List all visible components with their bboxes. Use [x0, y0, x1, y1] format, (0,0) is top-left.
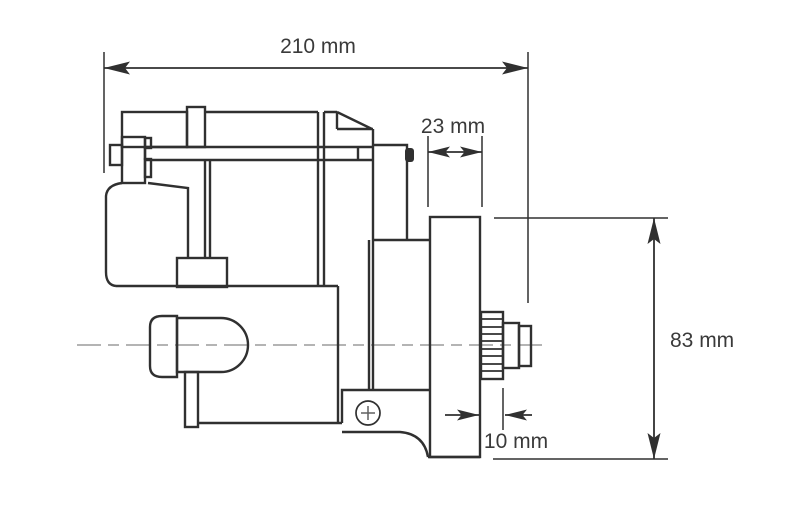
arrowhead-down-icon [647, 433, 661, 459]
screw-icon [355, 400, 381, 426]
drive-housing-inner-edge [147, 181, 190, 258]
arrowhead-up-icon [647, 218, 661, 244]
arrowhead-right-icon [457, 409, 479, 421]
dimension-label-pinion-protrusion: 10 mm [484, 430, 548, 453]
bracket-nub [108, 143, 124, 167]
tie-bolt [143, 145, 373, 162]
solenoid-boot [148, 314, 179, 379]
bottom-bracket-plate [340, 388, 430, 458]
mounting-bracket [120, 135, 147, 185]
terminal-stud [405, 148, 414, 162]
screw-cross-icon [361, 406, 375, 420]
dimension-label-total-length: 210 mm [280, 35, 356, 58]
support-strip [203, 160, 212, 258]
terminal-block [373, 143, 430, 242]
dimension-label-flange-width: 23 mm [421, 115, 485, 138]
motor-body [116, 284, 342, 425]
shaft-end [517, 324, 533, 368]
drive-housing [104, 181, 123, 288]
rear-cap-tab [185, 105, 207, 149]
arrowhead-left-icon [428, 146, 450, 158]
arrowhead-right-icon [502, 61, 528, 75]
front-band [316, 112, 326, 285]
dimension-pinion-protrusion: 10 mm [445, 388, 548, 453]
solenoid-block [175, 256, 229, 289]
bracket-tooth-lower [143, 157, 153, 179]
mounting-flange [428, 215, 482, 459]
dimension-total-length: 210 mm [103, 35, 529, 303]
rear-end-cap [120, 110, 189, 149]
pinion-teeth [481, 318, 503, 372]
arrowhead-left-icon [104, 61, 130, 75]
solenoid-body [175, 316, 250, 374]
arrowhead-left-icon [505, 409, 527, 421]
dimension-flange-width: 23 mm [421, 115, 485, 207]
arrowhead-right-icon [460, 146, 482, 158]
dimension-flange-height: 83 mm [493, 217, 734, 460]
front-chamfer [335, 110, 373, 131]
support-bar [183, 370, 200, 429]
dimension-label-flange-height: 83 mm [670, 329, 734, 352]
motor-outline [104, 105, 533, 459]
